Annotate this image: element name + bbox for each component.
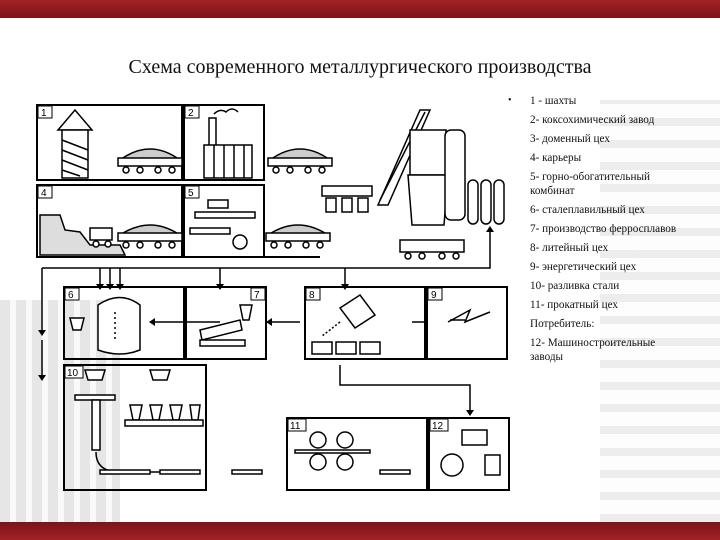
blast-furnace-icon: [321, 109, 505, 226]
panel-7-number: 7: [254, 290, 260, 301]
panel-10-frame: [63, 364, 207, 491]
panel-5-number: 5: [188, 188, 194, 199]
ore-dressing-icon: [189, 199, 256, 250]
panel-5-frame: [183, 184, 265, 258]
panel-2-number: 2: [188, 108, 194, 119]
panel-8-number: 8: [309, 290, 315, 301]
legend-item: 4- карьеры: [530, 152, 582, 164]
legend-item: 3- доменный цех: [530, 133, 610, 145]
legend-item: 7- производство ферросплавов: [530, 223, 677, 235]
flow-lines: [41, 228, 491, 410]
panel-8-frame: [304, 286, 426, 360]
rolling-mill-icon: [231, 431, 411, 475]
legend-consumer-heading: Потребитель:: [530, 318, 595, 330]
top-bar: [0, 0, 720, 18]
legend: • 1 - шахты 2- коксохимический завод 3- …: [508, 94, 684, 369]
legend-item: 10- разливка стали: [530, 280, 620, 292]
rail-car-icon: [117, 148, 333, 174]
slide-title: Схема современного металлургического про…: [128, 56, 592, 78]
steel-furnace-icon: [69, 296, 141, 355]
legend-item: 6- сталеплавильный цех: [530, 204, 645, 216]
casting-icon: [74, 369, 204, 475]
panel-9-frame: [426, 286, 508, 360]
panel-9-number: 9: [431, 290, 437, 301]
panel-12-frame: [428, 417, 510, 491]
panel-10-number: 10: [67, 368, 79, 379]
panel-11-frame: [286, 417, 428, 491]
ferroalloy-icon: [199, 304, 253, 347]
quarry-icon: [39, 214, 127, 256]
legend-bullet: •: [508, 95, 512, 106]
machine-plant-icon: [440, 429, 501, 477]
legend-item: 2- коксохимический завод: [530, 114, 655, 126]
power-icon: [447, 308, 491, 324]
panel-number-labels: 1 2 3 4 5 6 7 8 9 10 11 12: [37, 105, 449, 432]
panel-11-number: 11: [290, 421, 301, 432]
arrow-heads: [38, 226, 494, 416]
legend-item: 12- Машиностроительные заводы: [530, 337, 656, 363]
panel-4-frame: [36, 184, 183, 258]
panel-1-number: 1: [41, 108, 47, 119]
coke-plant-icon: [203, 108, 253, 179]
legend-item: 5- горно-обогатительный комбинат: [530, 171, 650, 197]
legend-item: 11- прокатный цех: [530, 299, 618, 311]
panel-1-frame: [36, 104, 183, 181]
background-building-right: [600, 100, 720, 522]
bottom-bar: [0, 522, 720, 540]
panel-12-number: 12: [432, 421, 444, 432]
panel-6-number: 6: [68, 290, 74, 301]
panel-4-number: 4: [41, 188, 47, 199]
legend-item: 8- литейный цех: [530, 242, 609, 254]
ore-car-icon: [117, 224, 465, 260]
foundry-icon: [311, 293, 381, 355]
legend-item: 1 - шахты: [530, 95, 577, 107]
panel-7-frame: [185, 286, 267, 360]
mine-shaft-icon: [56, 108, 94, 179]
panel-6-frame: [63, 286, 185, 360]
legend-item: 9- энергетический цех: [530, 261, 637, 273]
